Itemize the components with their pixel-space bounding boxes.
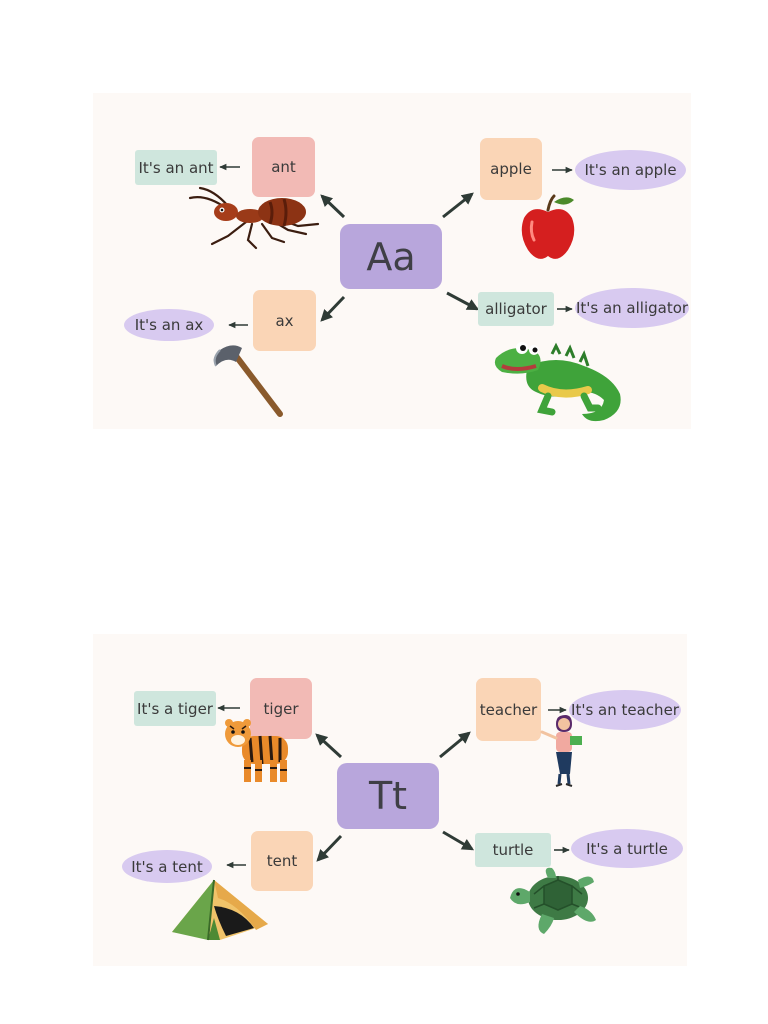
sentence-ant: It's an ant bbox=[135, 150, 217, 185]
tent-illustration bbox=[172, 879, 268, 941]
sentence-apple: It's an apple bbox=[575, 150, 686, 190]
center-letter-aa: Aa bbox=[340, 224, 442, 289]
word-box-apple: apple bbox=[480, 138, 542, 200]
word-box-tiger: tiger bbox=[250, 678, 312, 739]
word-box-alligator: alligator bbox=[478, 292, 554, 326]
sentence-tent: It's a tent bbox=[122, 850, 212, 883]
word-box-ax: ax bbox=[253, 290, 316, 351]
alligator-illustration bbox=[494, 342, 621, 422]
ax-illustration bbox=[213, 345, 283, 417]
sentence-ax: It's an ax bbox=[124, 309, 214, 341]
sentence-turtle: It's a turtle bbox=[571, 829, 683, 868]
word-box-ant: ant bbox=[252, 137, 315, 197]
apple-illustration bbox=[521, 194, 575, 259]
word-box-teacher: teacher bbox=[476, 678, 541, 741]
sentence-teacher: It's an teacher bbox=[569, 690, 681, 730]
teacher-illustration bbox=[540, 715, 582, 787]
turtle-illustration bbox=[510, 867, 596, 934]
sentence-alligator: It's an alligator bbox=[575, 288, 689, 328]
sentence-tiger: It's a tiger bbox=[134, 691, 216, 726]
tiger-illustration bbox=[225, 719, 288, 782]
ant-illustration bbox=[188, 186, 320, 250]
word-box-tent: tent bbox=[251, 831, 313, 891]
center-letter-tt: Tt bbox=[337, 763, 439, 829]
word-box-turtle: turtle bbox=[475, 833, 551, 867]
